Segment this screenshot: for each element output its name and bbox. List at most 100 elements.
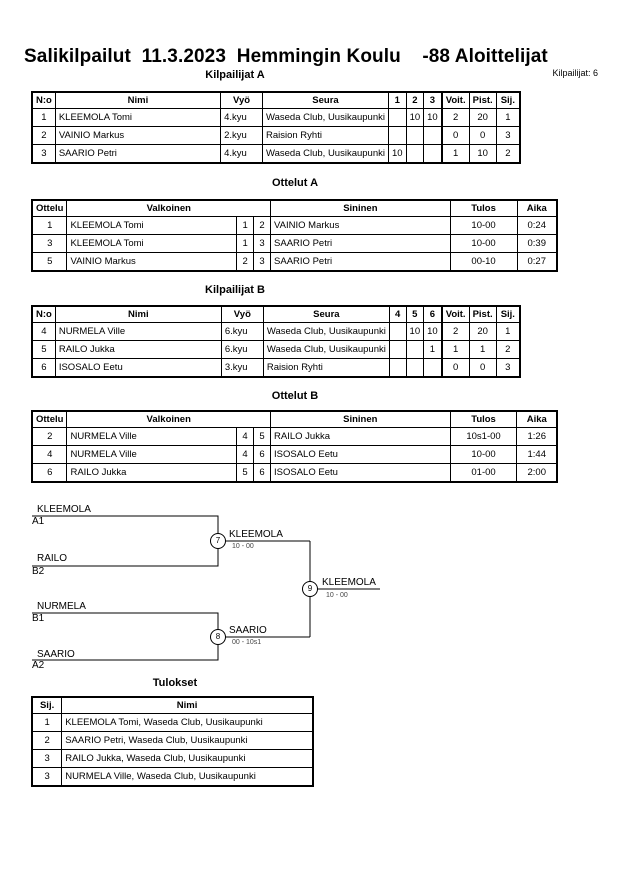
cell-club: Waseda Club, Uusikaupunki xyxy=(261,144,389,164)
cell-match: 5 xyxy=(31,252,68,272)
table-row: 2 SAARIO Petri, Waseda Club, Uusikaupunk… xyxy=(31,731,314,750)
match-7-score: 10 - 00 xyxy=(232,543,254,550)
cell-blue-no: 5 xyxy=(253,427,272,446)
cell-rank: 1 xyxy=(495,322,521,341)
match-8-badge: 8 xyxy=(210,629,226,645)
cell-time: 2:00 xyxy=(516,463,558,483)
table-row: 2 VAINIO Markus 2.kyu Raision Ryhti 0 0 … xyxy=(31,126,521,145)
cell-no: 2 xyxy=(31,126,56,145)
cell-blue-no: 2 xyxy=(253,216,272,235)
cell-rank: 1 xyxy=(495,108,521,127)
matches-a-header-row: Ottelu Valkoinen Sininen Tulos Aika xyxy=(31,199,558,217)
table-row: 3 SAARIO Petri 4.kyu Waseda Club, Uusika… xyxy=(31,144,521,164)
cell-score xyxy=(388,358,407,378)
match-9-winner: KLEEMOLA xyxy=(322,577,376,588)
bracket-seed-4: A2 xyxy=(32,660,45,671)
cell-blue-no: 6 xyxy=(253,445,272,464)
cell-points: 10 xyxy=(468,144,497,164)
cell-blue: SAARIO Petri xyxy=(270,252,451,272)
cell-name: ISOSALO Eetu xyxy=(54,358,222,378)
table-row: 5 VAINIO Markus 2 3 SAARIO Petri 00-10 0… xyxy=(31,252,558,272)
cell-result: 00-10 xyxy=(449,252,518,272)
table-row: 6 ISOSALO Eetu 3.kyu Raision Ryhti 0 0 3 xyxy=(31,358,521,378)
cell-name: SAARIO Petri xyxy=(54,144,222,164)
match-9-score: 10 - 00 xyxy=(326,592,348,599)
cell-name: KLEEMOLA Tomi, Waseda Club, Uusikaupunki xyxy=(61,713,314,732)
cell-score xyxy=(388,340,407,359)
cell-name: RAILO Jukka, Waseda Club, Uusikaupunki xyxy=(61,749,314,768)
cell-belt: 4.kyu xyxy=(220,144,263,164)
cell-belt: 6.kyu xyxy=(220,340,264,359)
cell-no: 3 xyxy=(31,144,56,164)
bracket-seed-1: A1 xyxy=(32,516,45,527)
match-9-badge: 9 xyxy=(302,581,318,597)
cell-name: NURMELA Ville, Waseda Club, Uusikaupunki xyxy=(61,767,314,787)
cell-wins: 1 xyxy=(440,340,470,359)
cell-rank: 2 xyxy=(495,144,521,164)
col-header: N:o xyxy=(31,91,56,109)
pool-a-table: N:o Nimi Vyö Seura 1 2 3 Voit. Pist. Sij… xyxy=(31,91,521,164)
cell-score xyxy=(387,108,407,127)
cell-blue: ISOSALO Eetu xyxy=(270,463,451,483)
cell-wins: 1 xyxy=(440,144,470,164)
cell-club: Raision Ryhti xyxy=(262,358,390,378)
cell-white: KLEEMOLA Tomi xyxy=(66,234,238,253)
cell-white: RAILO Jukka xyxy=(66,463,238,483)
bracket-seed-3: B1 xyxy=(32,613,45,624)
cell-rank: 3 xyxy=(495,126,521,145)
bracket-seed-2: B2 xyxy=(32,566,45,577)
cell-belt: 2.kyu xyxy=(220,126,263,145)
cell-rank: 3 xyxy=(31,767,63,787)
cell-time: 0:39 xyxy=(516,234,558,253)
results-header-row: Sij. Nimi xyxy=(31,696,314,714)
cell-match: 4 xyxy=(31,445,68,464)
cell-rank: 2 xyxy=(495,340,521,359)
cell-no: 6 xyxy=(31,358,56,378)
cell-match: 6 xyxy=(31,463,68,483)
cell-blue-no: 3 xyxy=(253,234,272,253)
page-title: Salikilpailut 11.3.2023 Hemmingin Koulu … xyxy=(24,46,548,67)
matches-a-title: Ottelut A xyxy=(271,177,319,189)
cell-belt: 3.kyu xyxy=(220,358,264,378)
cell-blue-no: 3 xyxy=(253,252,272,272)
col-header: Nimi xyxy=(61,696,314,714)
match-7-badge: 7 xyxy=(210,533,226,549)
pool-a-title: Kilpailijat A xyxy=(205,69,265,81)
cell-name: SAARIO Petri, Waseda Club, Uusikaupunki xyxy=(61,731,314,750)
bracket-entry-1: KLEEMOLA xyxy=(37,504,91,515)
matches-b-title: Ottelut B xyxy=(271,390,319,402)
cell-time: 0:27 xyxy=(516,252,558,272)
bracket-entry-3: NURMELA xyxy=(37,601,86,612)
table-row: 1 KLEEMOLA Tomi 1 2 VAINIO Markus 10-00 … xyxy=(31,216,558,235)
cell-no: 5 xyxy=(31,340,56,359)
col-header: Sij. xyxy=(495,91,521,109)
cell-wins: 0 xyxy=(440,126,470,145)
cell-name: VAINIO Markus xyxy=(54,126,222,145)
cell-rank: 2 xyxy=(31,731,63,750)
cell-score: 1 xyxy=(423,340,443,359)
match-8-score: 00 - 10s1 xyxy=(232,639,262,646)
cell-club: Waseda Club, Uusikaupunki xyxy=(262,340,390,359)
table-row: 6 RAILO Jukka 5 6 ISOSALO Eetu 01-00 2:0… xyxy=(31,463,558,483)
table-row: 5 RAILO Jukka 6.kyu Waseda Club, Uusikau… xyxy=(31,340,521,359)
cell-points: 0 xyxy=(468,126,497,145)
table-row: 1 KLEEMOLA Tomi 4.kyu Waseda Club, Uusik… xyxy=(31,108,521,127)
match-8-winner: SAARIO xyxy=(229,625,267,636)
competitor-count: Kilpailijat: 6 xyxy=(552,68,598,78)
results-table: Sij. Nimi 1 KLEEMOLA Tomi, Waseda Club, … xyxy=(31,696,314,787)
cell-white: VAINIO Markus xyxy=(66,252,238,272)
table-row: 4 NURMELA Ville 4 6 ISOSALO Eetu 10-00 1… xyxy=(31,445,558,464)
cell-match: 3 xyxy=(31,234,68,253)
matches-b-table: Ottelu Valkoinen Sininen Tulos Aika 2 NU… xyxy=(31,410,558,483)
cell-wins: 0 xyxy=(440,358,470,378)
matches-a-table: Ottelu Valkoinen Sininen Tulos Aika 1 KL… xyxy=(31,199,558,272)
table-row: 1 KLEEMOLA Tomi, Waseda Club, Uusikaupun… xyxy=(31,713,314,732)
cell-blue: SAARIO Petri xyxy=(270,234,451,253)
results-title: Tulokset xyxy=(152,677,198,689)
cell-blue-no: 6 xyxy=(253,463,272,483)
cell-white-no: 5 xyxy=(236,463,255,483)
cell-time: 1:44 xyxy=(516,445,558,464)
cell-rank: 3 xyxy=(31,749,63,768)
table-row: 3 NURMELA Ville, Waseda Club, Uusikaupun… xyxy=(31,767,314,787)
bracket-entry-4: SAARIO xyxy=(37,649,75,660)
